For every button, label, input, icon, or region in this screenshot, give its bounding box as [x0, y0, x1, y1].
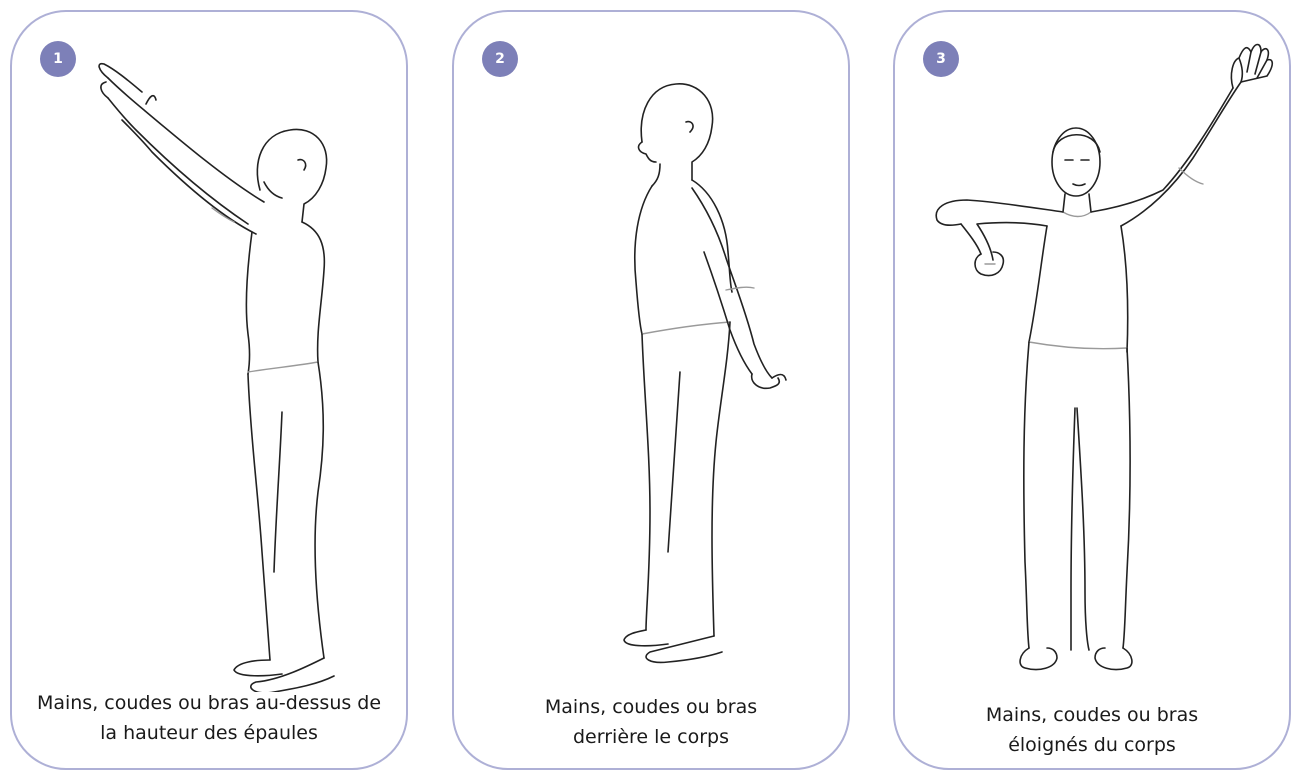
posture-panel-3: 3	[893, 10, 1291, 770]
figure-arm-raised-away-illustration	[895, 12, 1289, 692]
caption: Mains, coudes ou bras derrière le corps	[464, 692, 838, 752]
caption-line-1: Mains, coudes ou bras	[905, 700, 1279, 730]
posture-panel-2: 2 Mains, coudes ou bras derrière le corp…	[452, 10, 850, 770]
caption: Mains, coudes ou bras éloignés du corps	[905, 700, 1279, 760]
caption-line-2: éloignés du corps	[905, 730, 1279, 760]
posture-panel-1: 1 Mains, coudes ou bras au-dessus de la …	[10, 10, 408, 770]
figure-arms-behind-illustration	[454, 12, 848, 692]
figure-arms-raised-illustration	[12, 12, 406, 692]
caption-line-1: Mains, coudes ou bras	[464, 692, 838, 722]
caption-line-2: la hauteur des épaules	[22, 718, 396, 748]
caption-line-2: derrière le corps	[464, 722, 838, 752]
caption-line-1: Mains, coudes ou bras au-dessus de	[22, 688, 396, 718]
caption: Mains, coudes ou bras au-dessus de la ha…	[22, 688, 396, 748]
